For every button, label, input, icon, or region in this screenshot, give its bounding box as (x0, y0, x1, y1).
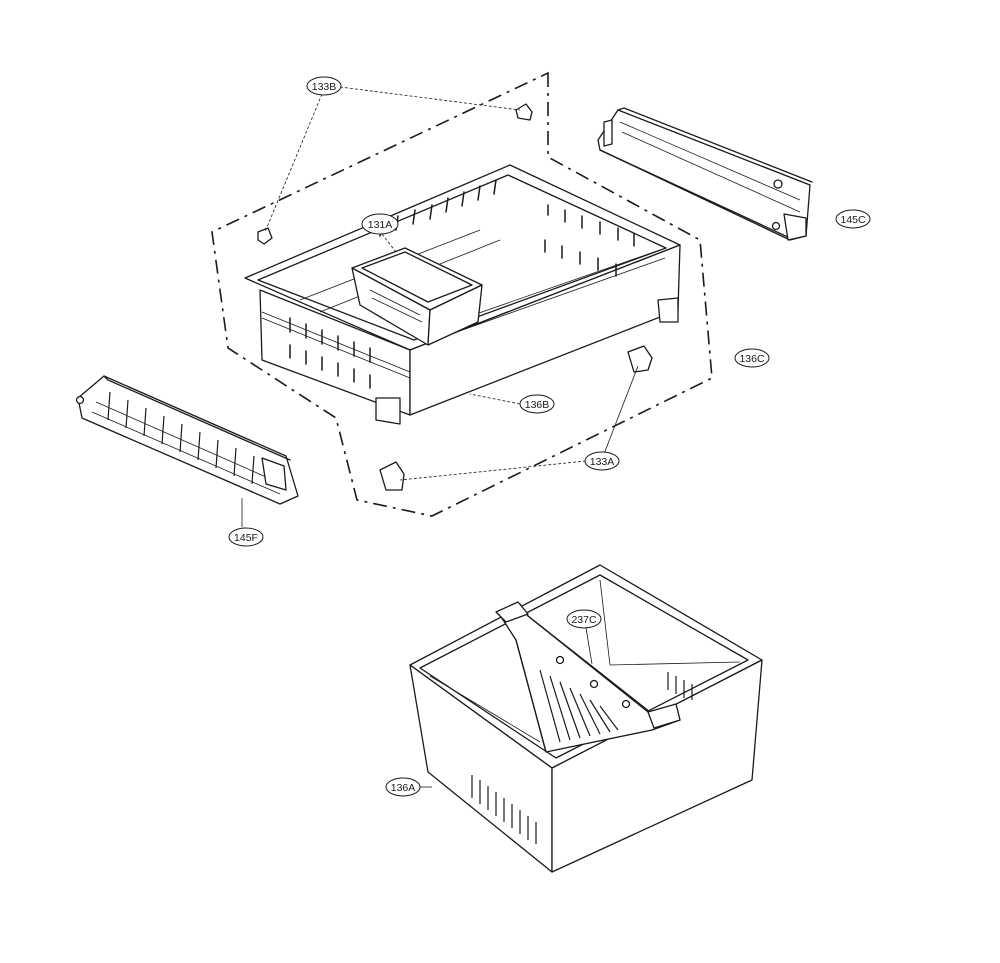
callout-133a-label: 133A (590, 456, 615, 468)
callout-136a-label: 136A (391, 782, 416, 794)
callout-133a: 133A (584, 451, 620, 471)
stopper-133b-top (515, 103, 533, 121)
small-tray (351, 247, 483, 346)
callout-136a: 136A (385, 777, 421, 797)
rail-145f (75, 375, 299, 505)
callout-145f-label: 145F (234, 532, 258, 544)
rail-145c (597, 107, 813, 241)
callout-136b-label: 136B (525, 399, 550, 411)
stopper-133a-right (627, 345, 653, 373)
assembly-boundary (211, 71, 713, 517)
callout-145c: 145C (835, 209, 871, 229)
callout-136c-label: 136C (739, 353, 765, 365)
callout-237c: 237C (566, 609, 602, 629)
stopper-133b-left (257, 227, 273, 245)
callout-133b-label: 133B (312, 81, 337, 93)
crisper-drawer (244, 164, 681, 425)
basket-divider (495, 601, 681, 753)
callout-131a: 131A (361, 213, 399, 235)
stopper-133a-left (379, 461, 405, 491)
leader-lines (241, 86, 639, 788)
callout-133b: 133B (306, 76, 342, 96)
callout-131a-label: 131A (368, 219, 393, 231)
callout-136c: 136C (734, 348, 770, 368)
callout-145c-label: 145C (840, 214, 866, 226)
callout-237c-label: 237C (571, 614, 597, 626)
callout-136b: 136B (519, 394, 555, 414)
callout-145f: 145F (228, 527, 264, 547)
